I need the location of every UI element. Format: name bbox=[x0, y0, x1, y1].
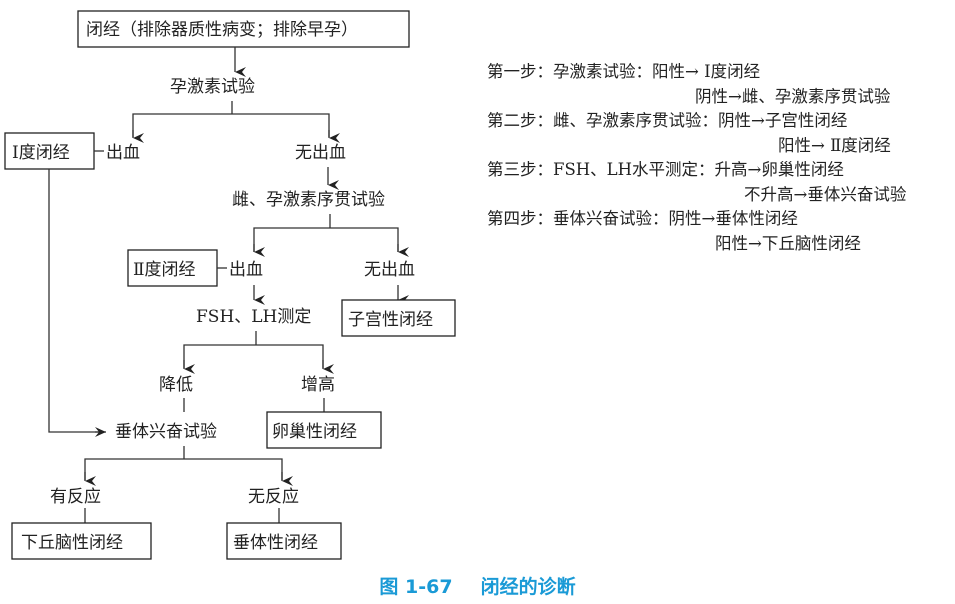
step-result-b: 阳性→下丘脑性闭经 bbox=[715, 233, 861, 253]
split-4 bbox=[84, 458, 283, 480]
step-3: 第三步：FSH、LH水平测定：升高→卵巢性闭经 bbox=[487, 158, 906, 183]
step-1-b: 阴性→雌、孕激素序贯试验 bbox=[487, 85, 906, 110]
step-result-a: 阴性→垂体性闭经 bbox=[668, 209, 798, 228]
step-result-a: 阳性→ Ⅰ度闭经 bbox=[652, 62, 761, 81]
bleeding-2-label: 出血 bbox=[229, 260, 263, 280]
step-label: 第四步：垂体兴奋试验： bbox=[487, 209, 669, 228]
hypothalamic-label: 下丘脑性闭经 bbox=[21, 533, 123, 553]
ovarian-box bbox=[266, 411, 382, 449]
progesterone-test-label: 孕激素试验 bbox=[170, 77, 255, 97]
increased-label: 增高 bbox=[301, 375, 335, 395]
no-bleeding-1-label: 无出血 bbox=[295, 143, 346, 163]
root-box bbox=[77, 10, 410, 48]
step-result-a: 阴性→子宫性闭经 bbox=[718, 111, 848, 130]
grade1-label: Ⅰ度闭经 bbox=[12, 143, 70, 163]
step-result-b: 不升高→垂体兴奋试验 bbox=[744, 184, 907, 204]
step-4-b: 阳性→下丘脑性闭经 bbox=[487, 232, 906, 257]
step-2-b: 阳性→ Ⅱ度闭经 bbox=[487, 134, 906, 159]
bleeding-1-label: 出血 bbox=[106, 143, 140, 163]
step-3-b: 不升高→垂体兴奋试验 bbox=[487, 183, 906, 208]
grade2-box bbox=[127, 249, 218, 287]
pituitary-label: 垂体性闭经 bbox=[233, 533, 318, 553]
step-result-b: 阴性→雌、孕激素序贯试验 bbox=[695, 86, 891, 106]
figure-caption: 图 1-67 闭经的诊断 bbox=[0, 572, 955, 599]
split-3 bbox=[183, 344, 324, 368]
step-2: 第二步：雌、孕激素序贯试验：阴性→子宫性闭经 bbox=[487, 109, 906, 134]
step-result-b: 阳性→ Ⅱ度闭经 bbox=[778, 135, 891, 155]
estro-prog-test-label: 雌、孕激素序贯试验 bbox=[232, 190, 385, 210]
uterine-label: 子宫性闭经 bbox=[348, 310, 433, 330]
steps-list: 第一步：孕激素试验：阳性→ Ⅰ度闭经 阴性→雌、孕激素序贯试验 第二步：雌、孕激… bbox=[487, 60, 906, 256]
grade1-to-pituitary-line bbox=[48, 169, 104, 433]
unresponsive-label: 无反应 bbox=[248, 487, 299, 507]
uterine-box bbox=[341, 299, 456, 337]
fsh-lh-label: FSH、LH测定 bbox=[196, 307, 311, 327]
figure-title: 闭经的诊断 bbox=[480, 576, 576, 598]
step-1: 第一步：孕激素试验：阳性→ Ⅰ度闭经 bbox=[487, 60, 906, 85]
split-2 bbox=[253, 227, 399, 252]
root-label: 闭经（排除器质性病变；排除早孕） bbox=[86, 20, 358, 40]
grade2-label: Ⅱ度闭经 bbox=[133, 260, 196, 280]
step-label: 第一步：孕激素试验： bbox=[487, 62, 652, 81]
split-1 bbox=[132, 113, 330, 137]
pituitary-test-label: 垂体兴奋试验 bbox=[115, 422, 217, 442]
step-label: 第三步：FSH、LH水平测定： bbox=[487, 160, 715, 179]
responsive-label: 有反应 bbox=[50, 487, 101, 507]
step-4: 第四步：垂体兴奋试验：阴性→垂体性闭经 bbox=[487, 207, 906, 232]
hypothalamic-box bbox=[11, 522, 152, 560]
ovarian-label: 卵巢性闭经 bbox=[272, 422, 357, 442]
decreased-label: 降低 bbox=[159, 375, 193, 395]
step-label: 第二步：雌、孕激素序贯试验： bbox=[487, 111, 718, 130]
pituitary-box bbox=[226, 522, 342, 560]
step-result-a: 升高→卵巢性闭经 bbox=[714, 160, 844, 179]
no-bleeding-2-label: 无出血 bbox=[364, 260, 415, 280]
figure-number: 图 1-67 bbox=[379, 576, 453, 598]
grade1-box bbox=[4, 132, 95, 170]
